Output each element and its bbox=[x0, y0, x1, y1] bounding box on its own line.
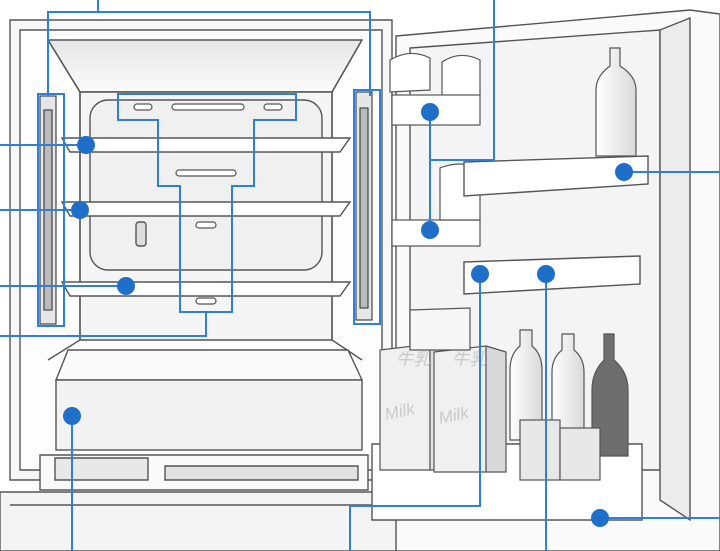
callout-dot-shelf-middle bbox=[71, 201, 89, 219]
callout-dot-shelf-top bbox=[77, 136, 95, 154]
shelf-bottom bbox=[62, 282, 350, 296]
milk-kanji-label-1: 牛乳 bbox=[396, 350, 431, 369]
callout-dot-door-pocket-bottom bbox=[591, 509, 609, 527]
shelf-middle bbox=[62, 202, 350, 216]
callout-dot-door-pocket-middle-a bbox=[471, 265, 489, 283]
callout-dot-egg-upper bbox=[421, 103, 439, 121]
callout-dot-door-pocket-middle-b bbox=[537, 265, 555, 283]
callout-dot-shelf-bottom bbox=[117, 277, 135, 295]
milk-kanji-label-2: 牛乳 bbox=[452, 350, 487, 369]
bottom-compartment bbox=[0, 492, 400, 551]
callout-dot-drawer bbox=[63, 407, 81, 425]
vegetable-drawer bbox=[40, 350, 368, 490]
callout-dot-egg-lower bbox=[421, 221, 439, 239]
callout-dot-door-pocket-upper bbox=[615, 163, 633, 181]
shelf-top bbox=[62, 138, 350, 152]
